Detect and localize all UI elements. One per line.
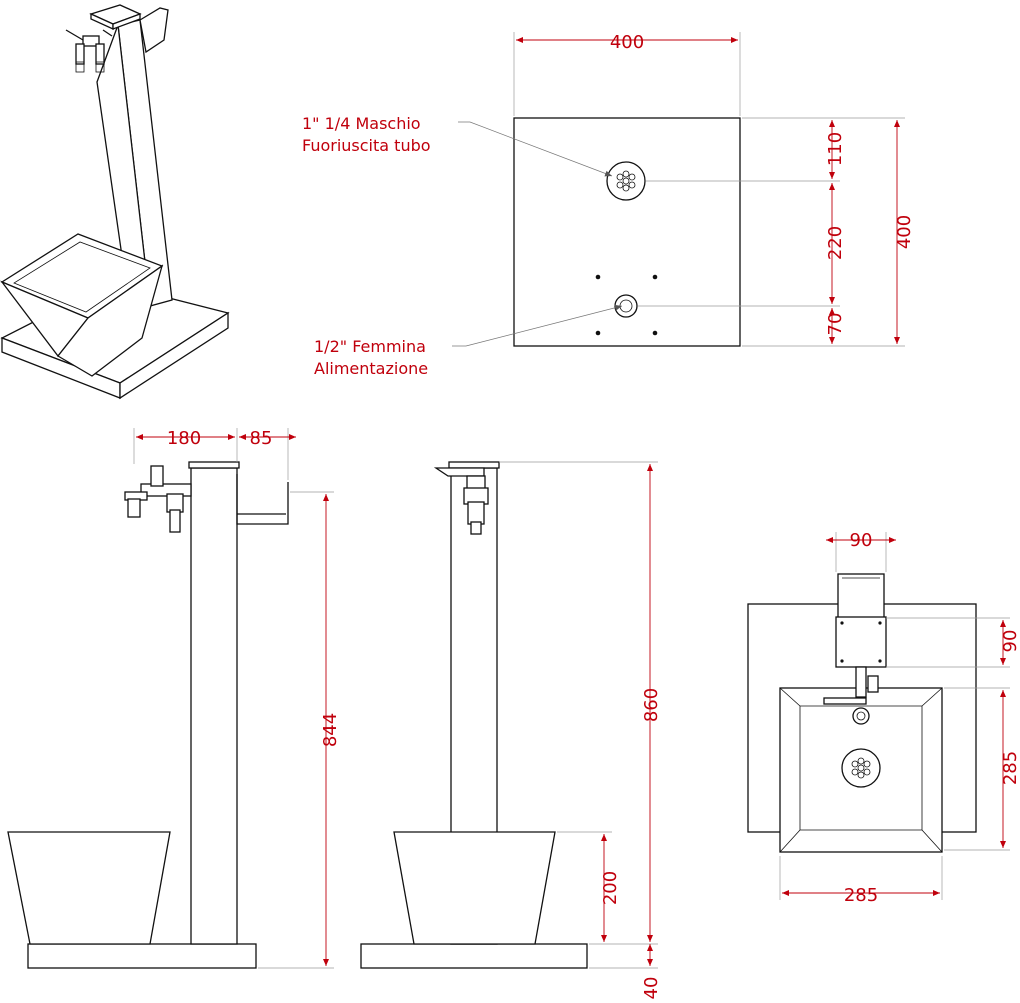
dim-front-85: 85 [250, 428, 273, 449]
dim-side-860: 860 [641, 688, 662, 722]
plan-drain-icon [841, 748, 881, 788]
front-faucet-icon [124, 465, 192, 533]
plan-view: 90 90 285 285 [747, 530, 1020, 906]
dim-front-180: 180 [167, 428, 201, 449]
dim-plan-285-width: 285 [844, 885, 878, 906]
isometric-view [0, 4, 230, 400]
dim-plan-285-height: 285 [1000, 751, 1020, 785]
dim-front-844: 844 [320, 713, 341, 747]
front-elevation-view: 180 85 844 [7, 428, 341, 969]
supply-note-line1: 1/2" Femmina [314, 337, 426, 356]
supply-fitting-icon [614, 294, 638, 318]
dim-plan-90-height: 90 [1000, 630, 1020, 653]
side-faucet-icon [433, 467, 489, 535]
outlet-drain-icon [606, 161, 646, 201]
dim-top-110: 110 [825, 132, 846, 166]
dim-top-220: 220 [825, 226, 846, 260]
side-elevation-view: 860 200 40 [360, 461, 662, 1000]
top-view: 400 400 110 220 70 1" 1/4 Maschio Fuoriu… [302, 32, 915, 378]
dim-plan-90-width: 90 [850, 530, 873, 551]
dim-top-70: 70 [825, 313, 846, 336]
iso-faucet-icon [65, 29, 113, 73]
outlet-note-line1: 1" 1/4 Maschio [302, 114, 421, 133]
dim-top-width: 400 [610, 32, 644, 53]
plan-faucet-icon [823, 666, 879, 725]
supply-note-line2: Alimentazione [314, 359, 428, 378]
dim-top-height: 400 [894, 215, 915, 249]
dim-side-200: 200 [600, 871, 621, 905]
dim-side-40: 40 [641, 977, 662, 1000]
outlet-note-line2: Fuoriuscita tubo [302, 136, 431, 155]
